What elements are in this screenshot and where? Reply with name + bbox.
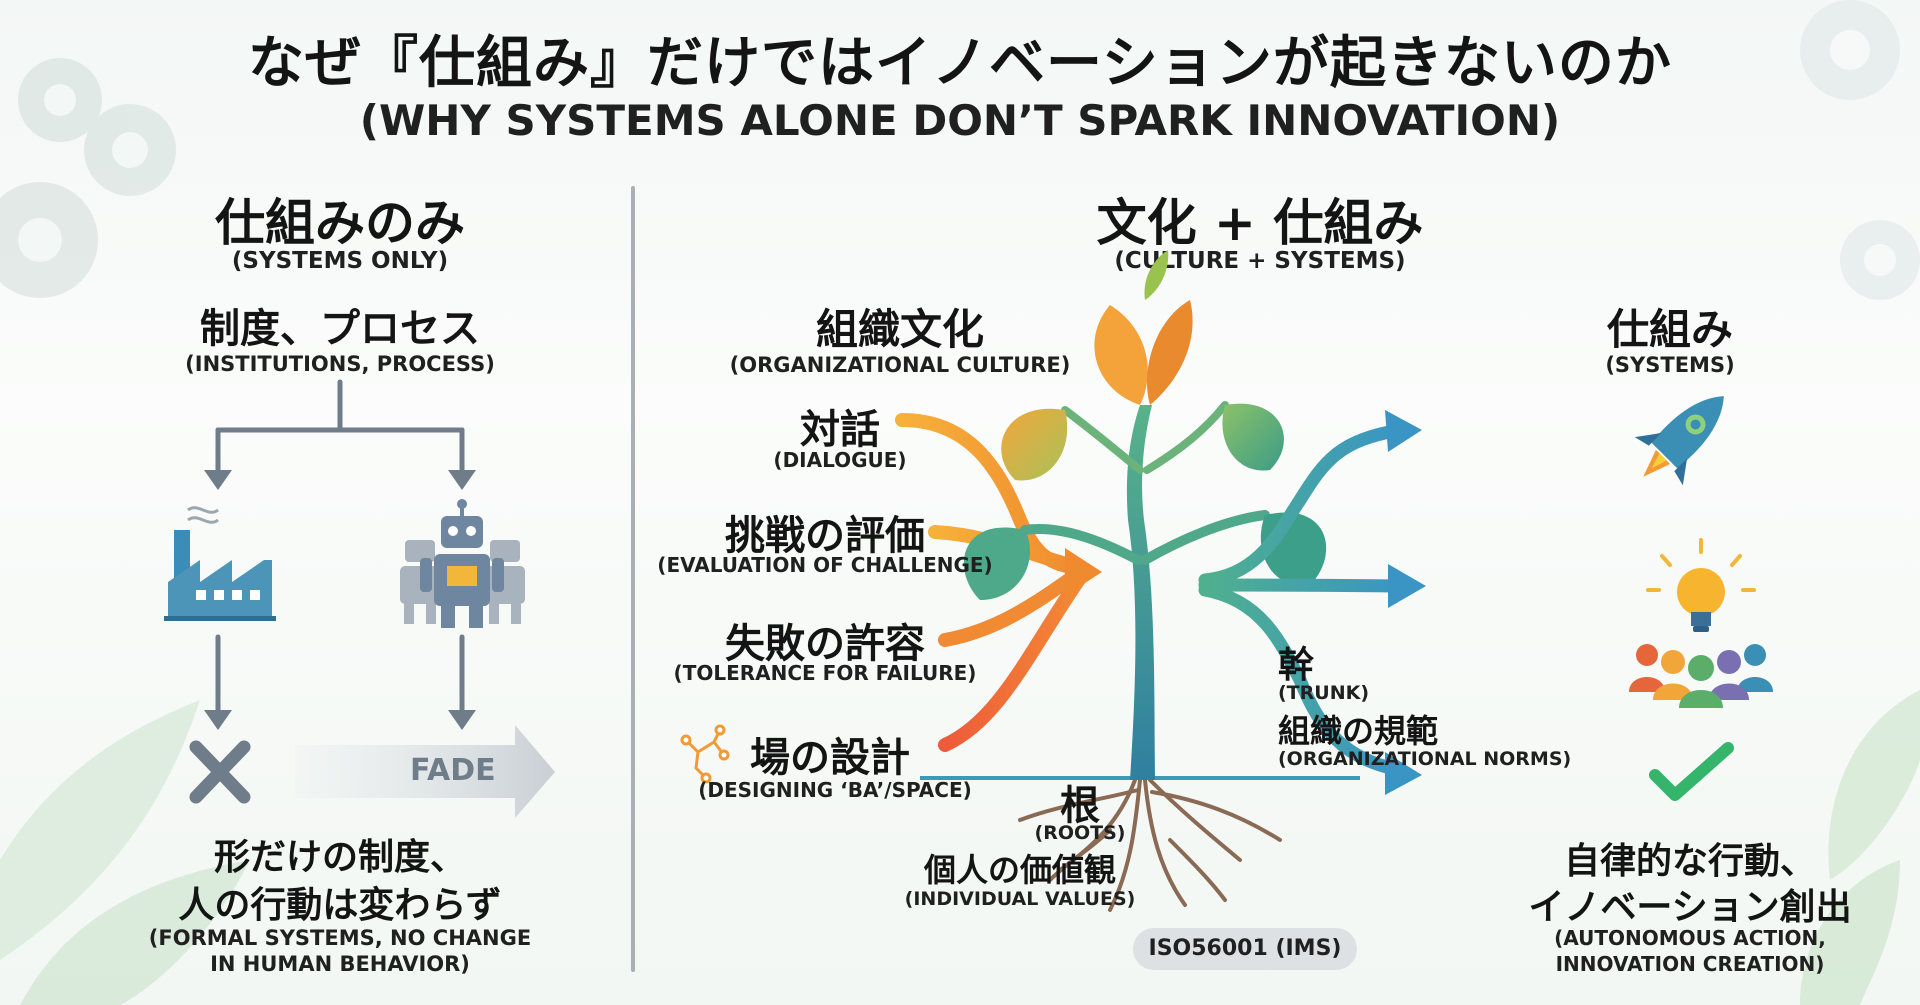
organizational-norms-sublabel: (ORGANIZATIONAL NORMS) <box>1278 748 1572 770</box>
fade-label: FADE <box>410 753 496 788</box>
iso-badge: ISO56001 (IMS) <box>1133 928 1357 970</box>
organizational-norms-label: 組織の規範 <box>1278 712 1439 750</box>
formal-systems-label-2: 人の行動は変わらず <box>178 885 502 926</box>
systems-label: 仕組み <box>1606 305 1733 354</box>
culture-systems-heading: 文化 + 仕組み <box>1096 194 1424 252</box>
checkmark-icon <box>1649 742 1734 801</box>
systems-only-subheading: (SYSTEMS ONLY) <box>231 248 449 274</box>
institutions-sublabel: (INSTITUTIONS, PROCESS) <box>185 352 495 376</box>
network-icon <box>680 724 730 784</box>
trunk-label: 幹 <box>1278 645 1315 686</box>
systems-only-heading: 仕組みのみ <box>215 194 465 252</box>
culture-item-space-en: (DESIGNING ‘BA’/SPACE) <box>698 778 972 802</box>
organizational-culture-sublabel: (ORGANIZATIONAL CULTURE) <box>729 353 1071 377</box>
fade-arrow-icon <box>295 725 555 818</box>
rocket-icon <box>1634 396 1724 486</box>
formal-systems-sublabel-1: (FORMAL SYSTEMS, NO CHANGE <box>148 926 532 950</box>
section-divider <box>631 186 635 972</box>
outcome-label-2: イノベーション創出 <box>1528 887 1852 928</box>
culture-item-dialogue: 対話 <box>800 407 880 453</box>
culture-item-dialogue-en: (DIALOGUE) <box>773 448 907 472</box>
factory-icon <box>164 506 276 621</box>
page-subtitle: (WHY SYSTEMS ALONE DON’T SPARK INNOVATIO… <box>359 96 1561 145</box>
outcome-sublabel-2: INNOVATION CREATION) <box>1555 952 1825 976</box>
formal-systems-label-1: 形だけの制度、 <box>213 837 466 878</box>
institutions-label: 制度、プロセス <box>200 306 480 352</box>
individual-values-sublabel: (INDIVIDUAL VALUES) <box>904 888 1136 910</box>
culture-item-space: 場の設計 <box>750 735 910 781</box>
individual-values-label: 個人の価値観 <box>923 851 1116 889</box>
formal-systems-sublabel-2: IN HUMAN BEHAVIOR) <box>210 952 470 976</box>
systems-only-diagram <box>164 379 555 818</box>
systems-sublabel: (SYSTEMS) <box>1605 353 1735 377</box>
culture-item-challenge-en: (EVALUATION OF CHALLENGE) <box>657 553 993 577</box>
cross-icon <box>189 740 251 804</box>
page-title: なぜ『仕組み』だけではイノベーションが起きないのか <box>248 31 1672 96</box>
roots-label: 根 <box>1060 783 1100 829</box>
organizational-culture-label: 組織文化 <box>815 305 984 354</box>
culture-systems-diagram <box>680 250 1773 912</box>
outcome-label-1: 自律的な行動、 <box>1563 841 1816 882</box>
robot-icon <box>400 499 525 628</box>
culture-item-failure: 失敗の許容 <box>725 621 925 667</box>
lightbulb-icon <box>1646 538 1756 632</box>
culture-item-failure-en: (TOLERANCE FOR FAILURE) <box>673 661 977 685</box>
roots-sublabel: (ROOTS) <box>1034 822 1126 844</box>
trunk-sublabel: (TRUNK) <box>1278 682 1370 704</box>
culture-item-challenge: 挑戦の評価 <box>725 513 925 559</box>
outcome-sublabel-1: (AUTONOMOUS ACTION, <box>1554 926 1826 950</box>
plant-icon <box>920 250 1360 912</box>
people-icon <box>1629 644 1773 708</box>
